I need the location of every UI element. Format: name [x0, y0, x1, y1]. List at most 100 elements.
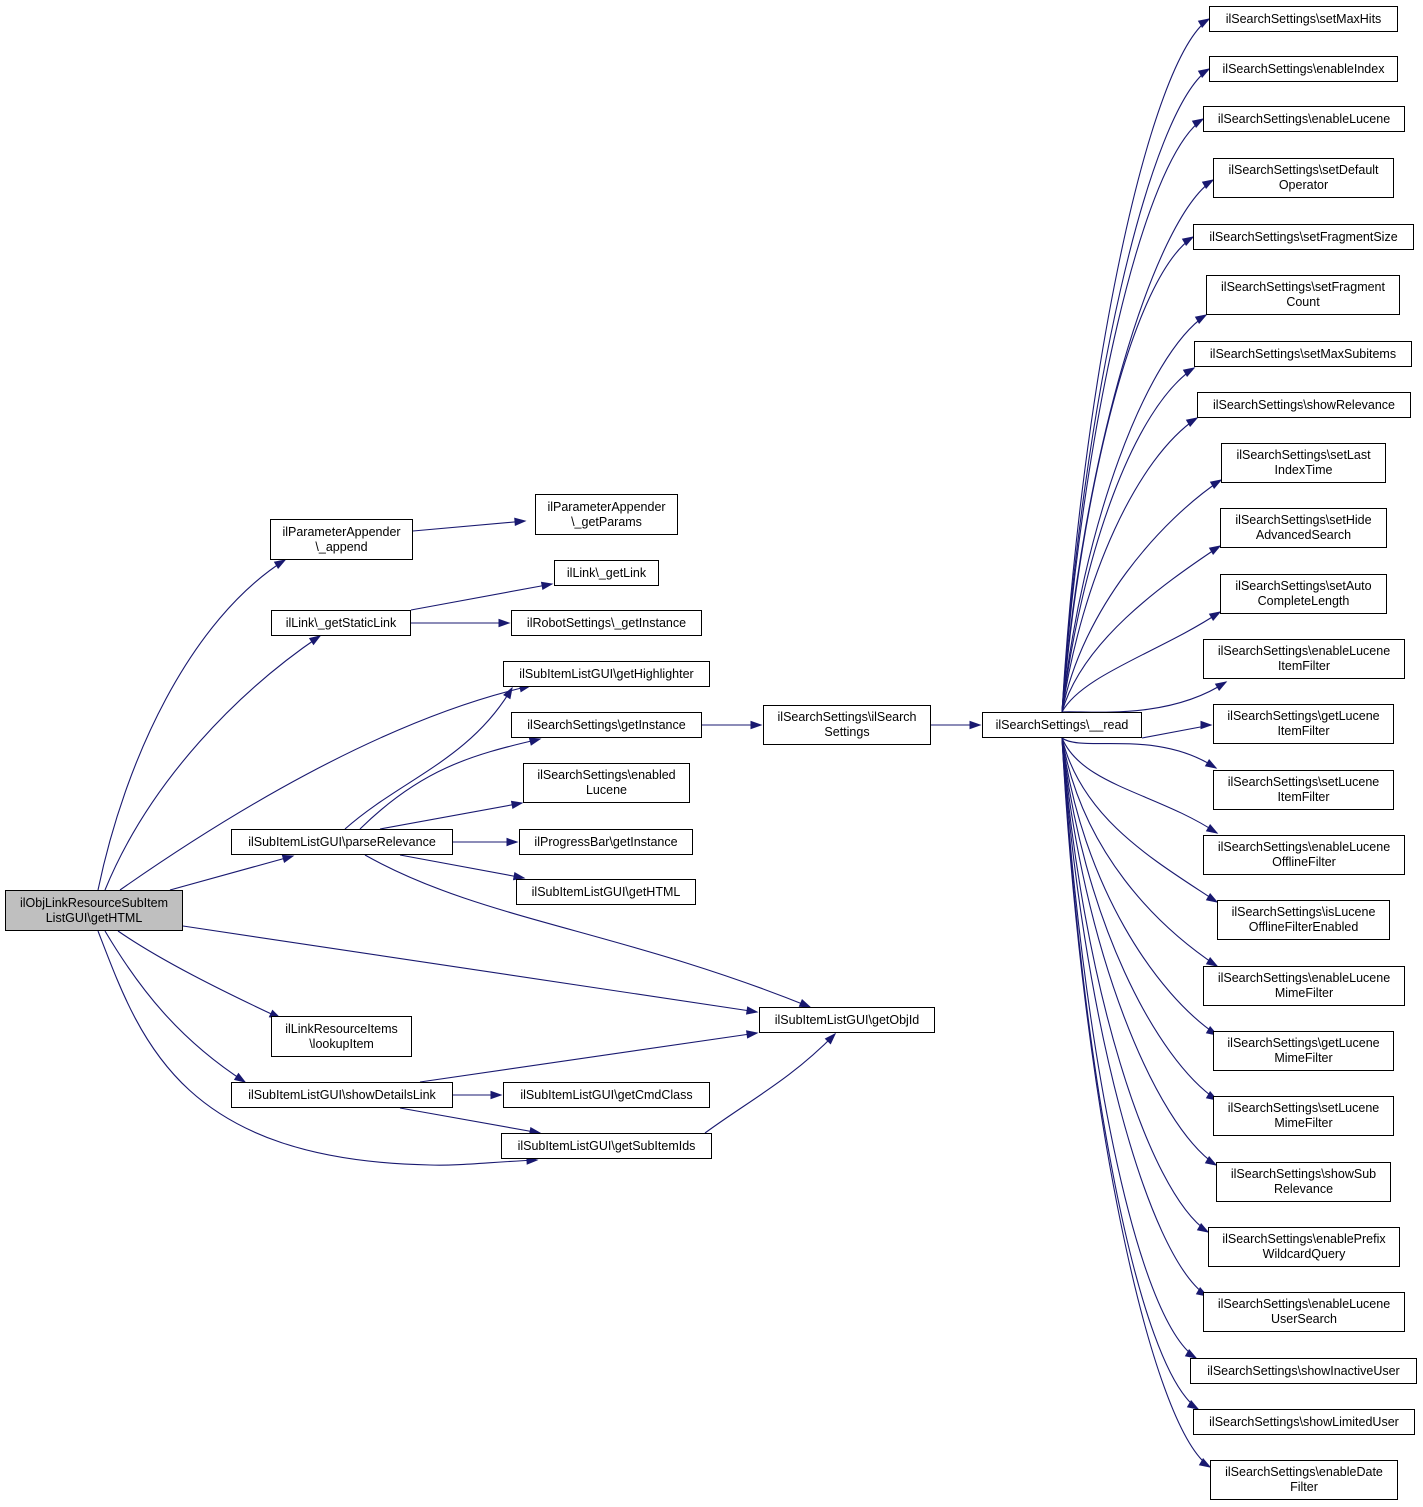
node-label: ilSearchSettings\showInactiveUser	[1207, 1363, 1400, 1378]
call-edge	[419, 1032, 758, 1083]
node-label: ilRobotSettings\_getInstance	[526, 615, 687, 630]
node-label: ilSearchSettings\enableLucene	[1217, 971, 1391, 985]
call-edge	[1061, 737, 1218, 967]
arrowhead-icon	[1205, 893, 1219, 903]
node-label: ItemFilter	[1277, 790, 1330, 804]
call-edge	[97, 559, 286, 891]
node-label: MimeFilter	[1274, 1116, 1333, 1130]
node-linkres-lookupitem[interactable]: ilLinkResourceItems\lookupItem	[271, 1016, 412, 1057]
call-edge	[359, 738, 541, 830]
node-subitem-getobjid[interactable]: ilSubItemListGUI\getObjId	[759, 1007, 935, 1033]
arrowhead-icon	[1186, 1400, 1200, 1410]
arrowhead-icon	[1200, 720, 1213, 730]
node-search-getinstance[interactable]: ilSearchSettings\getInstance	[511, 712, 702, 738]
node-label: ilSearchSettings\showRelevance	[1212, 397, 1396, 412]
node-label: ilSearchSettings\setLucene	[1227, 775, 1380, 789]
node-param-append[interactable]: ilParameterAppender\_append	[270, 519, 413, 560]
arrowhead-icon	[1191, 118, 1205, 128]
node-link-getstaticlink[interactable]: ilLink\_getStaticLink	[271, 610, 411, 636]
node-label: ItemFilter	[1277, 724, 1330, 738]
call-edge	[1061, 18, 1210, 713]
node-label: MimeFilter	[1274, 986, 1334, 1000]
node-subitem-getcmdclass[interactable]: ilSubItemListGUI\getCmdClass	[503, 1082, 710, 1108]
arrowhead-icon	[969, 720, 982, 730]
node-s-setfragmentsize[interactable]: ilSearchSettings\setFragmentSize	[1193, 224, 1414, 250]
call-edge	[1061, 737, 1218, 834]
arrowhead-icon	[490, 1090, 503, 1100]
call-edge	[117, 930, 281, 1019]
node-subitem-gethighlighter[interactable]: ilSubItemListGUI\getHighlighter	[503, 661, 710, 687]
node-label: ilSearchSettings\enableDate	[1225, 1465, 1383, 1479]
node-subitem-showdetailslink[interactable]: ilSubItemListGUI\showDetailsLink	[231, 1082, 453, 1108]
arrowhead-icon	[798, 999, 812, 1008]
node-label: IndexTime	[1274, 463, 1333, 477]
call-edge	[1061, 737, 1208, 1297]
node-s-setmaxsubitems[interactable]: ilSearchSettings\setMaxSubitems	[1194, 341, 1412, 367]
arrowhead-icon	[512, 871, 526, 881]
node-s-showrelevance[interactable]: ilSearchSettings\showRelevance	[1197, 392, 1411, 418]
call-edge	[1061, 367, 1195, 713]
arrowhead-icon	[1209, 479, 1223, 489]
arrowhead-icon	[1194, 314, 1208, 324]
node-subitem-gethtml[interactable]: ilSubItemListGUI\getHTML	[516, 879, 696, 905]
node-label: ilProgressBar\getInstance	[534, 834, 678, 849]
node-label: ilSubItemListGUI\showDetailsLink	[248, 1087, 436, 1102]
node-s-enableindex[interactable]: ilSearchSettings\enableIndex	[1209, 56, 1398, 82]
node-progressbar-getinstance[interactable]: ilProgressBar\getInstance	[519, 829, 693, 855]
node-s-showinactiveuser[interactable]: ilSearchSettings\showInactiveUser	[1190, 1358, 1417, 1384]
node-s-enablelucene[interactable]: ilSearchSettings\enableLucene	[1203, 106, 1405, 132]
node-label: ilLink\_getLink	[566, 565, 647, 580]
node-param-getparams[interactable]: ilParameterAppender\_getParams	[535, 494, 678, 535]
node-label: ilSearchSettings\setMaxSubitems	[1209, 346, 1397, 361]
node-subitem-parserelevance[interactable]: ilSubItemListGUI\parseRelevance	[231, 829, 453, 855]
arrowhead-icon	[1185, 417, 1199, 427]
node-label: ilSubItemListGUI\getCmdClass	[520, 1087, 693, 1102]
arrowhead-icon	[1198, 1458, 1212, 1468]
node-search-read[interactable]: ilSearchSettings\__read	[982, 712, 1142, 738]
arrowhead-icon	[528, 737, 542, 746]
arrowhead-icon	[1205, 824, 1219, 834]
node-label: UserSearch	[1271, 1312, 1337, 1326]
arrowhead-icon	[746, 1030, 759, 1039]
node-label: ilSearchSettings\setLucene	[1227, 1101, 1380, 1115]
node-s-setmaxhits[interactable]: ilSearchSettings\setMaxHits	[1209, 6, 1398, 32]
node-label: ilSearchSettings\setFragment	[1221, 280, 1385, 294]
node-link-getlink[interactable]: ilLink\_getLink	[554, 560, 659, 586]
call-edge	[1061, 479, 1222, 713]
node-subitem-getsubitemids[interactable]: ilSubItemListGUI\getSubItemIds	[501, 1133, 712, 1159]
call-edge	[1061, 737, 1199, 1410]
arrowhead-icon	[1205, 957, 1219, 967]
node-label: ilSearchSettings\setMaxHits	[1225, 11, 1382, 26]
node-label: ilSearchSettings\isLucene	[1231, 905, 1376, 919]
node-label: ilParameterAppender	[547, 499, 666, 514]
arrowhead-icon	[514, 517, 527, 527]
node-robot-getinstance[interactable]: ilRobotSettings\_getInstance	[511, 610, 702, 636]
node-label: ilSearchSettings\enableLucene	[1217, 644, 1391, 658]
node-label: MimeFilter	[1274, 1051, 1333, 1065]
arrowhead-icon	[824, 1032, 837, 1045]
node-s-showlimiteduser[interactable]: ilSearchSettings\showLimitedUser	[1193, 1409, 1415, 1435]
arrowhead-icon	[750, 720, 763, 730]
call-edge	[169, 855, 294, 891]
